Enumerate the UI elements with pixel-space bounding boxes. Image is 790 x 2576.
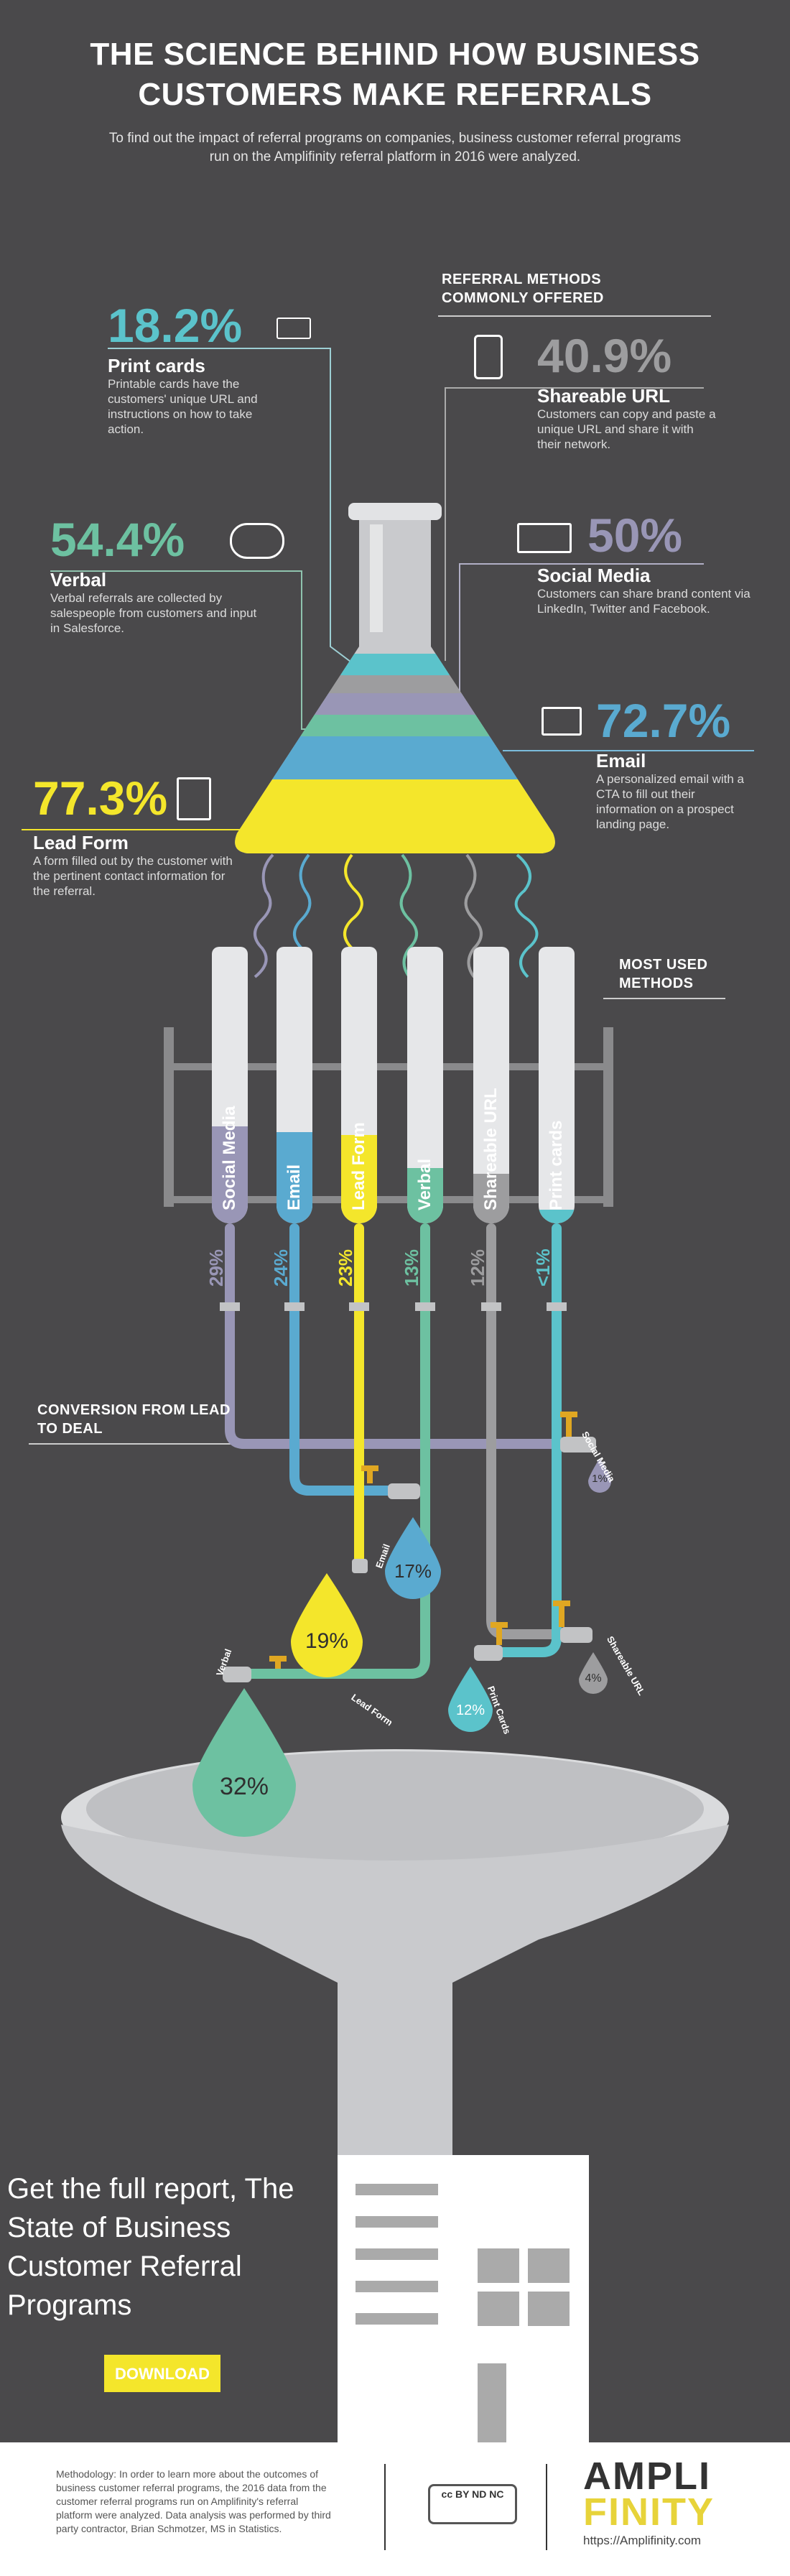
footer-divider-2 [546, 2464, 547, 2550]
drop-lead-form: 19% [287, 1573, 366, 1681]
conversion-header: CONVERSION FROM LEAD TO DEAL [37, 1402, 231, 1437]
shareable-url-pct: 40.9% [537, 329, 672, 382]
shareable-url-desc: Customers can copy and paste a unique UR… [537, 407, 716, 451]
social-media-desc: Customers can share brand content via Li… [537, 587, 750, 616]
report-cta: Get the full report, The State of Busine… [7, 2173, 294, 2321]
email-label: Email [596, 750, 646, 772]
valve [415, 1302, 435, 1311]
drop-email-value: 17% [394, 1560, 432, 1582]
tube-fill [407, 1168, 443, 1223]
print-cards-desc: Printable cards have the customers' uniq… [108, 377, 258, 436]
tube-fill [212, 1126, 248, 1223]
phone-share-icon [474, 335, 503, 379]
drop-lead-form-value: 19% [305, 1629, 349, 1653]
test-tube-lead-form [341, 947, 377, 1223]
social-media-label: Social Media [537, 565, 651, 586]
valve [220, 1302, 240, 1311]
tube-share: 29% [205, 1248, 227, 1287]
valve [547, 1302, 567, 1311]
method-shareable-url: 40.9% Shareable URL Customers can copy a… [474, 332, 717, 452]
verbal-desc: Verbal referrals are collected by salesp… [50, 591, 257, 635]
method-social-media: 50% Social Media Customers can share bra… [517, 511, 760, 616]
valve [284, 1302, 305, 1311]
footer-divider [384, 2464, 386, 2550]
tube-fill [276, 1132, 312, 1223]
test-tube-email [276, 947, 312, 1223]
method-verbal: 54.4% Verbal Verbal referrals are collec… [50, 513, 284, 636]
tube-label: Lead Form [349, 1122, 368, 1210]
test-tube-social-media [212, 947, 248, 1223]
tube-fill [473, 1174, 509, 1223]
card-icon [276, 318, 311, 339]
tube-label: Social Media [220, 1106, 239, 1210]
method-email: 72.7% Email A personalized email with a … [539, 697, 758, 832]
lead-form-pct: 77.3% [33, 772, 168, 825]
shareable-url-label: Shareable URL [537, 385, 670, 407]
license-badge[interactable]: cc BY ND NC [428, 2484, 517, 2524]
tube-label: Verbal [415, 1158, 434, 1210]
method-print-cards: 18.2% Print cards Printable cards have t… [108, 299, 311, 437]
test-tube-verbal [407, 947, 443, 1223]
social-media-icon [517, 523, 572, 553]
tube-fill [539, 1210, 575, 1223]
test-tube-print-cards [539, 947, 575, 1223]
tube-share: 23% [335, 1248, 356, 1287]
methodology-text: Methodology: In order to learn more abou… [56, 2468, 331, 2534]
print-cards-pct: 18.2% [108, 299, 243, 352]
drop-shareable-url-value: 4% [585, 1672, 602, 1685]
tube-share: <1% [532, 1248, 554, 1287]
drop-verbal-value: 32% [219, 1773, 269, 1800]
test-tube-shareable-url [473, 947, 509, 1223]
page-title: THE SCIENCE BEHIND HOW BUSINESS CUSTOMER… [90, 37, 700, 112]
speech-bubble-icon [230, 523, 284, 559]
website-link[interactable]: https://Amplifinity.com [583, 2534, 702, 2547]
verbal-pct: 54.4% [50, 513, 185, 566]
tube-label: Print cards [547, 1120, 566, 1210]
email-pct: 72.7% [596, 694, 731, 747]
checklist-icon [177, 777, 211, 820]
envelope-icon [542, 707, 582, 736]
tube-share: 12% [467, 1248, 488, 1287]
drop-social-media-value: 1% [592, 1473, 608, 1485]
verbal-label: Verbal [50, 569, 107, 590]
footer [0, 2442, 790, 2576]
drop-verbal: 32% [187, 1688, 302, 1839]
tube-fill [341, 1135, 377, 1223]
intro-text: To find out the impact of referral progr… [108, 131, 682, 165]
tube-label: Email [284, 1164, 304, 1210]
drop-social-media: 1% [585, 1458, 614, 1493]
method-lead-form: 77.3% Lead Form A form filled out by the… [33, 774, 241, 899]
lead-form-label: Lead Form [33, 832, 129, 853]
tube-label: Shareable URL [481, 1088, 501, 1210]
drop-shareable-url: 4% [576, 1652, 610, 1694]
email-desc: A personalized email with a CTA to fill … [596, 772, 745, 831]
brand-logo-top: AMPLI [583, 2455, 711, 2498]
brand-logo-bottom: FINITY [583, 2491, 715, 2534]
download-button[interactable]: DOWNLOAD [104, 2355, 220, 2392]
drop-print-cards: 12% [445, 1667, 496, 1734]
print-cards-label: Print cards [108, 355, 205, 376]
valve [481, 1302, 501, 1311]
lead-form-desc: A form filled out by the customer with t… [33, 854, 233, 898]
tube-share: 24% [270, 1248, 292, 1287]
methods-header: REFERRAL METHODS COMMONLY OFFERED [442, 272, 604, 306]
drop-print-cards-value: 12% [455, 1702, 485, 1718]
most-used-header: MOST USED METHODS [619, 957, 708, 991]
tube-share: 13% [401, 1248, 422, 1287]
social-media-pct: 50% [587, 509, 683, 562]
drop-email: 17% [382, 1517, 444, 1600]
valve [349, 1302, 369, 1311]
